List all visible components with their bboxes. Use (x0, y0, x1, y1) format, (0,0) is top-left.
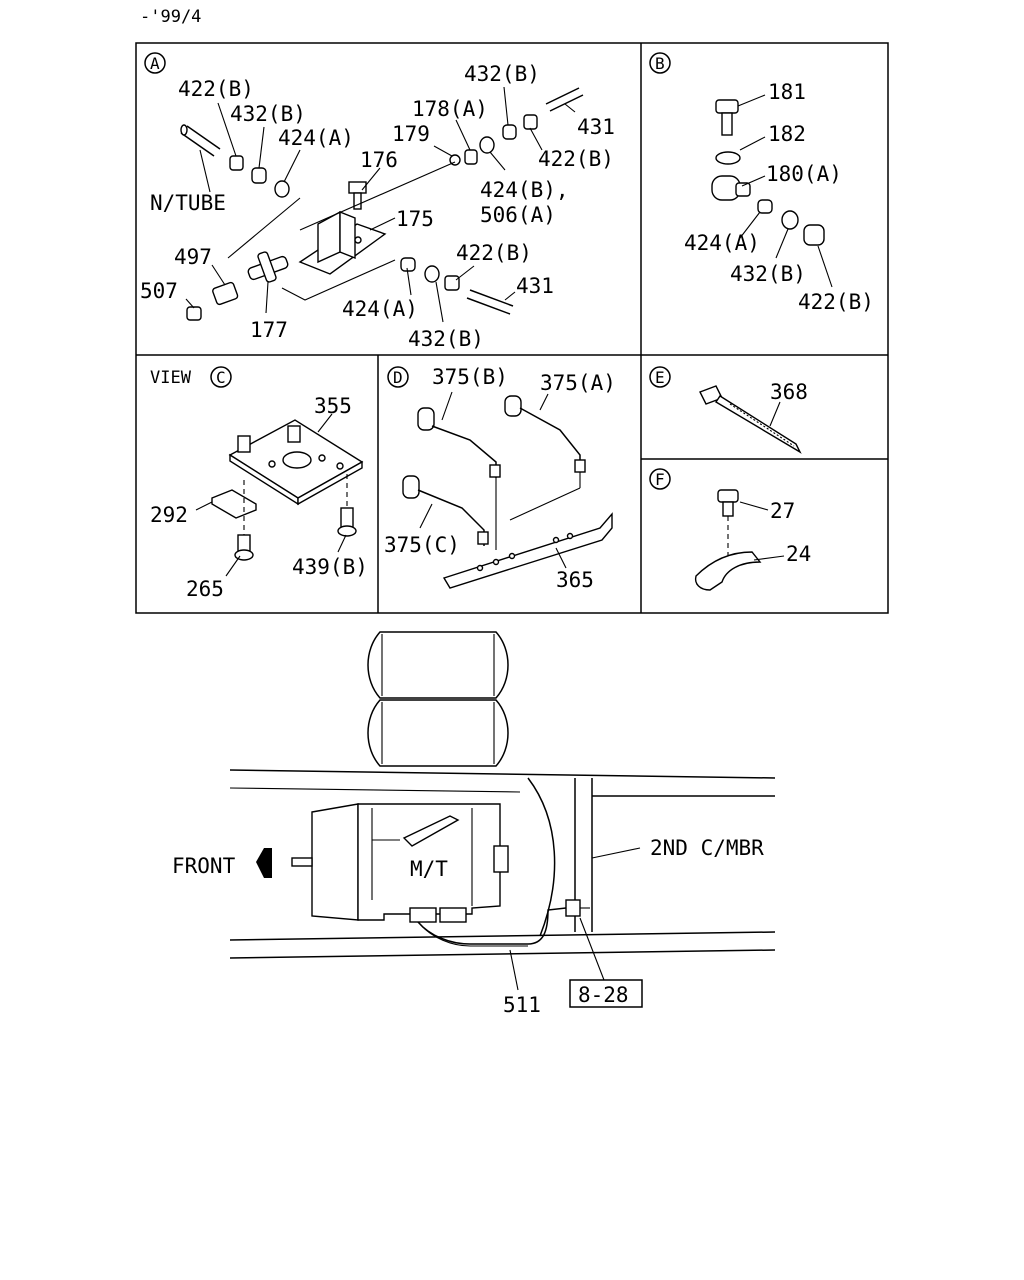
label-178a: 178(A) (412, 97, 488, 121)
panel-e-badge (649, 366, 671, 388)
label-439b: 439(B) (292, 555, 368, 579)
label-265: 265 (186, 577, 224, 601)
label-424b: 424(B), (480, 178, 569, 202)
cable-tie-368 (699, 385, 802, 454)
label-432b-2: 432(B) (464, 62, 540, 86)
bolt-265 (234, 534, 254, 561)
bolt-176 (348, 181, 367, 210)
clip-292 (211, 489, 257, 519)
sensor-375c (402, 475, 489, 546)
label-375c: 375(C) (384, 533, 460, 557)
panel-c-badge (210, 366, 232, 388)
panel-d-badge (387, 366, 409, 388)
label-365: 365 (556, 568, 594, 592)
label-175: 175 (396, 207, 434, 231)
label-432b: 432(B) (730, 262, 806, 286)
clamp-24 (694, 551, 762, 591)
label-511: 511 (503, 993, 541, 1017)
mt-label: M/T (410, 857, 448, 881)
front-label: FRONT (172, 854, 236, 878)
label-27: 27 (770, 499, 795, 523)
label-355: 355 (314, 394, 352, 418)
sensor-375a (504, 395, 586, 521)
panel-f-letter: F (655, 470, 665, 489)
panel-a: A (140, 52, 615, 351)
view-word: VIEW (150, 368, 192, 388)
label-180a: 180(A) (766, 162, 842, 186)
label-177: 177 (250, 318, 288, 342)
panel-b-letter: B (655, 54, 665, 73)
panel-e-letter: E (655, 368, 665, 387)
transmission-mt: M/T (291, 803, 509, 923)
label-422b: 422(B) (798, 290, 874, 314)
cross-member-label: 2ND C/MBR (650, 836, 764, 860)
label-497: 497 (174, 245, 212, 269)
date-code: -'99/4 (140, 7, 201, 27)
air-tanks (367, 631, 509, 767)
label-432b-3: 432(B) (408, 327, 484, 351)
panel-b-badge (649, 52, 671, 74)
label-181: 181 (768, 80, 806, 104)
panel-b: B 181 182 180(A) 424(A) 432(B) 422(B) (649, 52, 874, 314)
label-506a: 506(A) (480, 203, 556, 227)
label-431-2: 431 (516, 274, 554, 298)
label-424a-1: 424(A) (278, 126, 354, 150)
panel-a-badge (144, 52, 166, 74)
washer-182 (715, 151, 741, 165)
bolt-27 (717, 489, 739, 517)
label-507: 507 (140, 279, 178, 303)
bolt-181 (715, 99, 739, 136)
label-179: 179 (392, 122, 430, 146)
harness-511 (417, 899, 590, 947)
bracket-175 (298, 210, 387, 275)
ref-box-label: 8-28 (578, 983, 629, 1007)
plate-355 (228, 419, 364, 506)
bolt-439b (337, 507, 357, 537)
label-432b-1: 432(B) (230, 102, 306, 126)
main-view: M/T FRONT 2ND C/MBR 511 8-28 (172, 631, 776, 1017)
panel-c: VIEW C 355 29 (150, 366, 368, 601)
panel-grid (135, 42, 889, 614)
label-375a: 375(A) (540, 371, 616, 395)
panel-f: F 27 24 (649, 468, 811, 591)
sensor-375b (417, 407, 501, 478)
label-422b-1: 422(B) (178, 77, 254, 101)
panel-c-letter: C (216, 368, 226, 387)
label-292: 292 (150, 503, 188, 527)
panel-a-letter: A (150, 54, 160, 73)
panel-e: E 368 (649, 366, 808, 454)
label-424a: 424(A) (684, 231, 760, 255)
ref-box-frame (569, 979, 643, 1008)
n-tube-left (180, 124, 221, 157)
fittings-left (229, 155, 290, 198)
panel-d-letter: D (393, 368, 403, 387)
panel-d: D 375(B) (384, 365, 616, 592)
label-431-1: 431 (577, 115, 615, 139)
panel-f-badge (649, 468, 671, 490)
frame-rails (229, 769, 776, 959)
label-422b-3: 422(B) (456, 241, 532, 265)
body-180a (711, 175, 751, 201)
bracket-365 (442, 512, 613, 589)
tee-177 (247, 251, 289, 283)
label-424a-2: 424(A) (342, 297, 418, 321)
label-182: 182 (768, 122, 806, 146)
label-176: 176 (360, 148, 398, 172)
front-arrow-icon (256, 848, 272, 878)
label-422b-2: 422(B) (538, 147, 614, 171)
label-n-tube: N/TUBE (150, 191, 226, 215)
label-368: 368 (770, 380, 808, 404)
label-375b: 375(B) (432, 365, 508, 389)
label-24: 24 (786, 542, 811, 566)
